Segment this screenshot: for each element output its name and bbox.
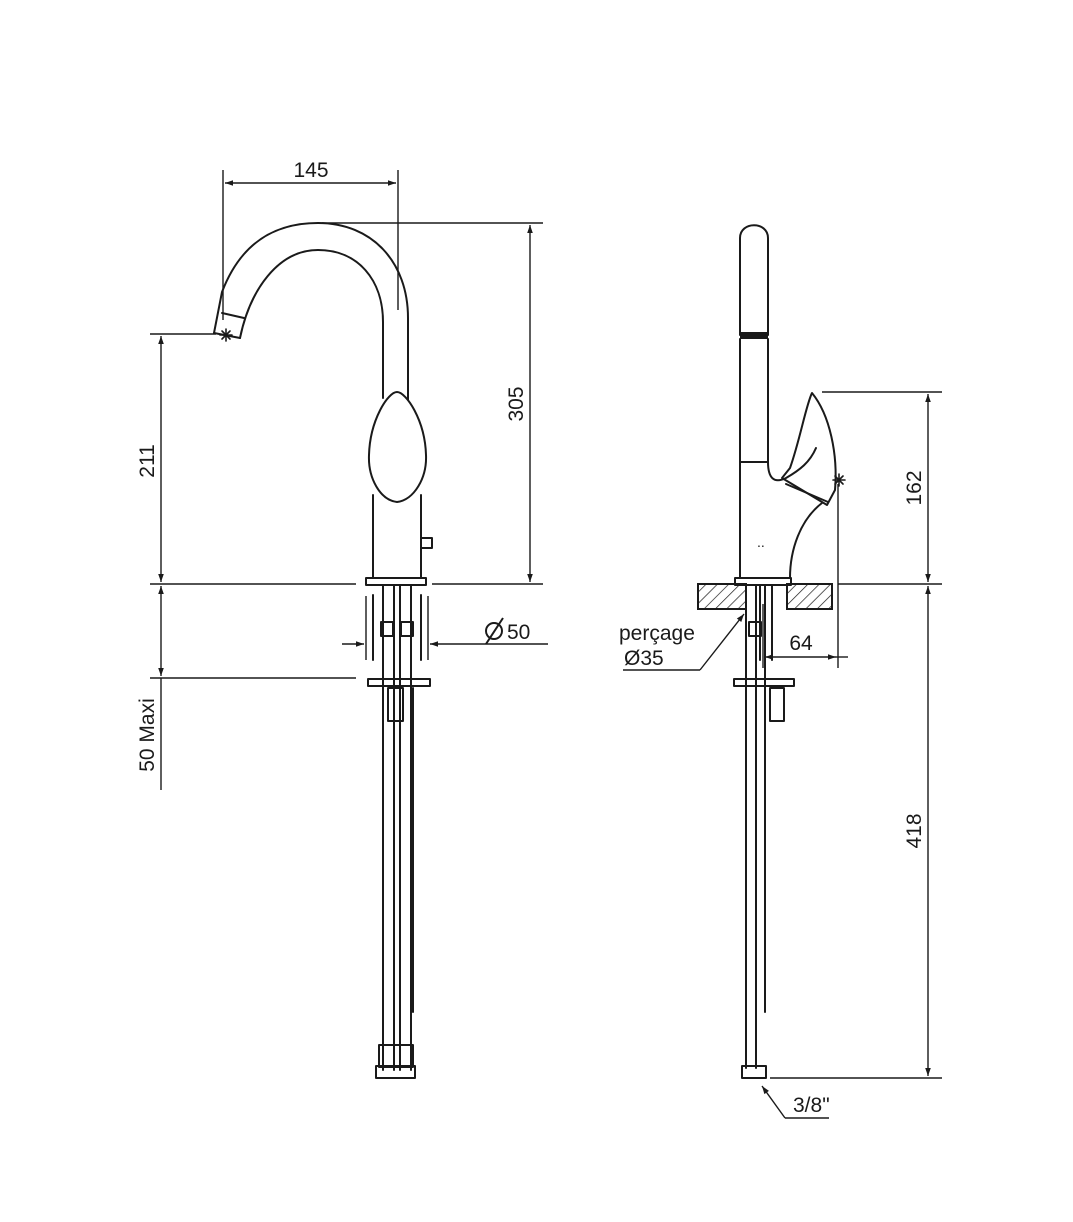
front-spout-inner [239,249,384,399]
front-pop-up-knob [420,537,433,549]
dim-deck-thickness: 50 Maxi [136,698,159,772]
deck-section-left [697,583,747,610]
diameter-icon [485,617,504,645]
dim-outlet-height: 211 [136,444,159,477]
drilling-diameter: Ø35 [624,647,664,670]
front-body [372,494,422,579]
front-fixing-nut [387,687,404,722]
dim-hose-length: 418 [903,813,926,848]
side-hose-connector [741,1065,767,1079]
side-base-plate [734,577,792,586]
side-body [739,447,817,579]
side-lever [781,392,837,506]
dim-lever-height: 162 [903,470,926,505]
side-spout [739,224,769,336]
dim-total-height: 305 [505,386,528,421]
front-base-plate [365,577,427,586]
side-fixing-nut [769,687,785,722]
front-fixing-plate [367,678,431,687]
front-spout [213,222,409,401]
drilling-label: perçage [619,622,695,645]
side-fixing-plate [733,678,795,687]
dim-spout-reach: 145 [293,159,328,182]
side-aerator [740,332,768,339]
deck-section-right [786,583,833,610]
asterisk-icon [832,473,846,487]
front-hose-connector [375,1065,416,1079]
dim-body-diameter: 50 [507,621,530,644]
front-view: 145 305 211 50 Maxi 50 [136,159,548,1079]
side-view: .. 162 418 [619,224,942,1119]
asterisk-icon [219,328,233,342]
front-lever-handle [367,391,428,503]
side-body-mark: .. [757,534,765,550]
dim-connection: 3/8" [793,1094,830,1117]
side-body-back [789,502,823,579]
dim-lever-offset: 64 [789,632,813,655]
